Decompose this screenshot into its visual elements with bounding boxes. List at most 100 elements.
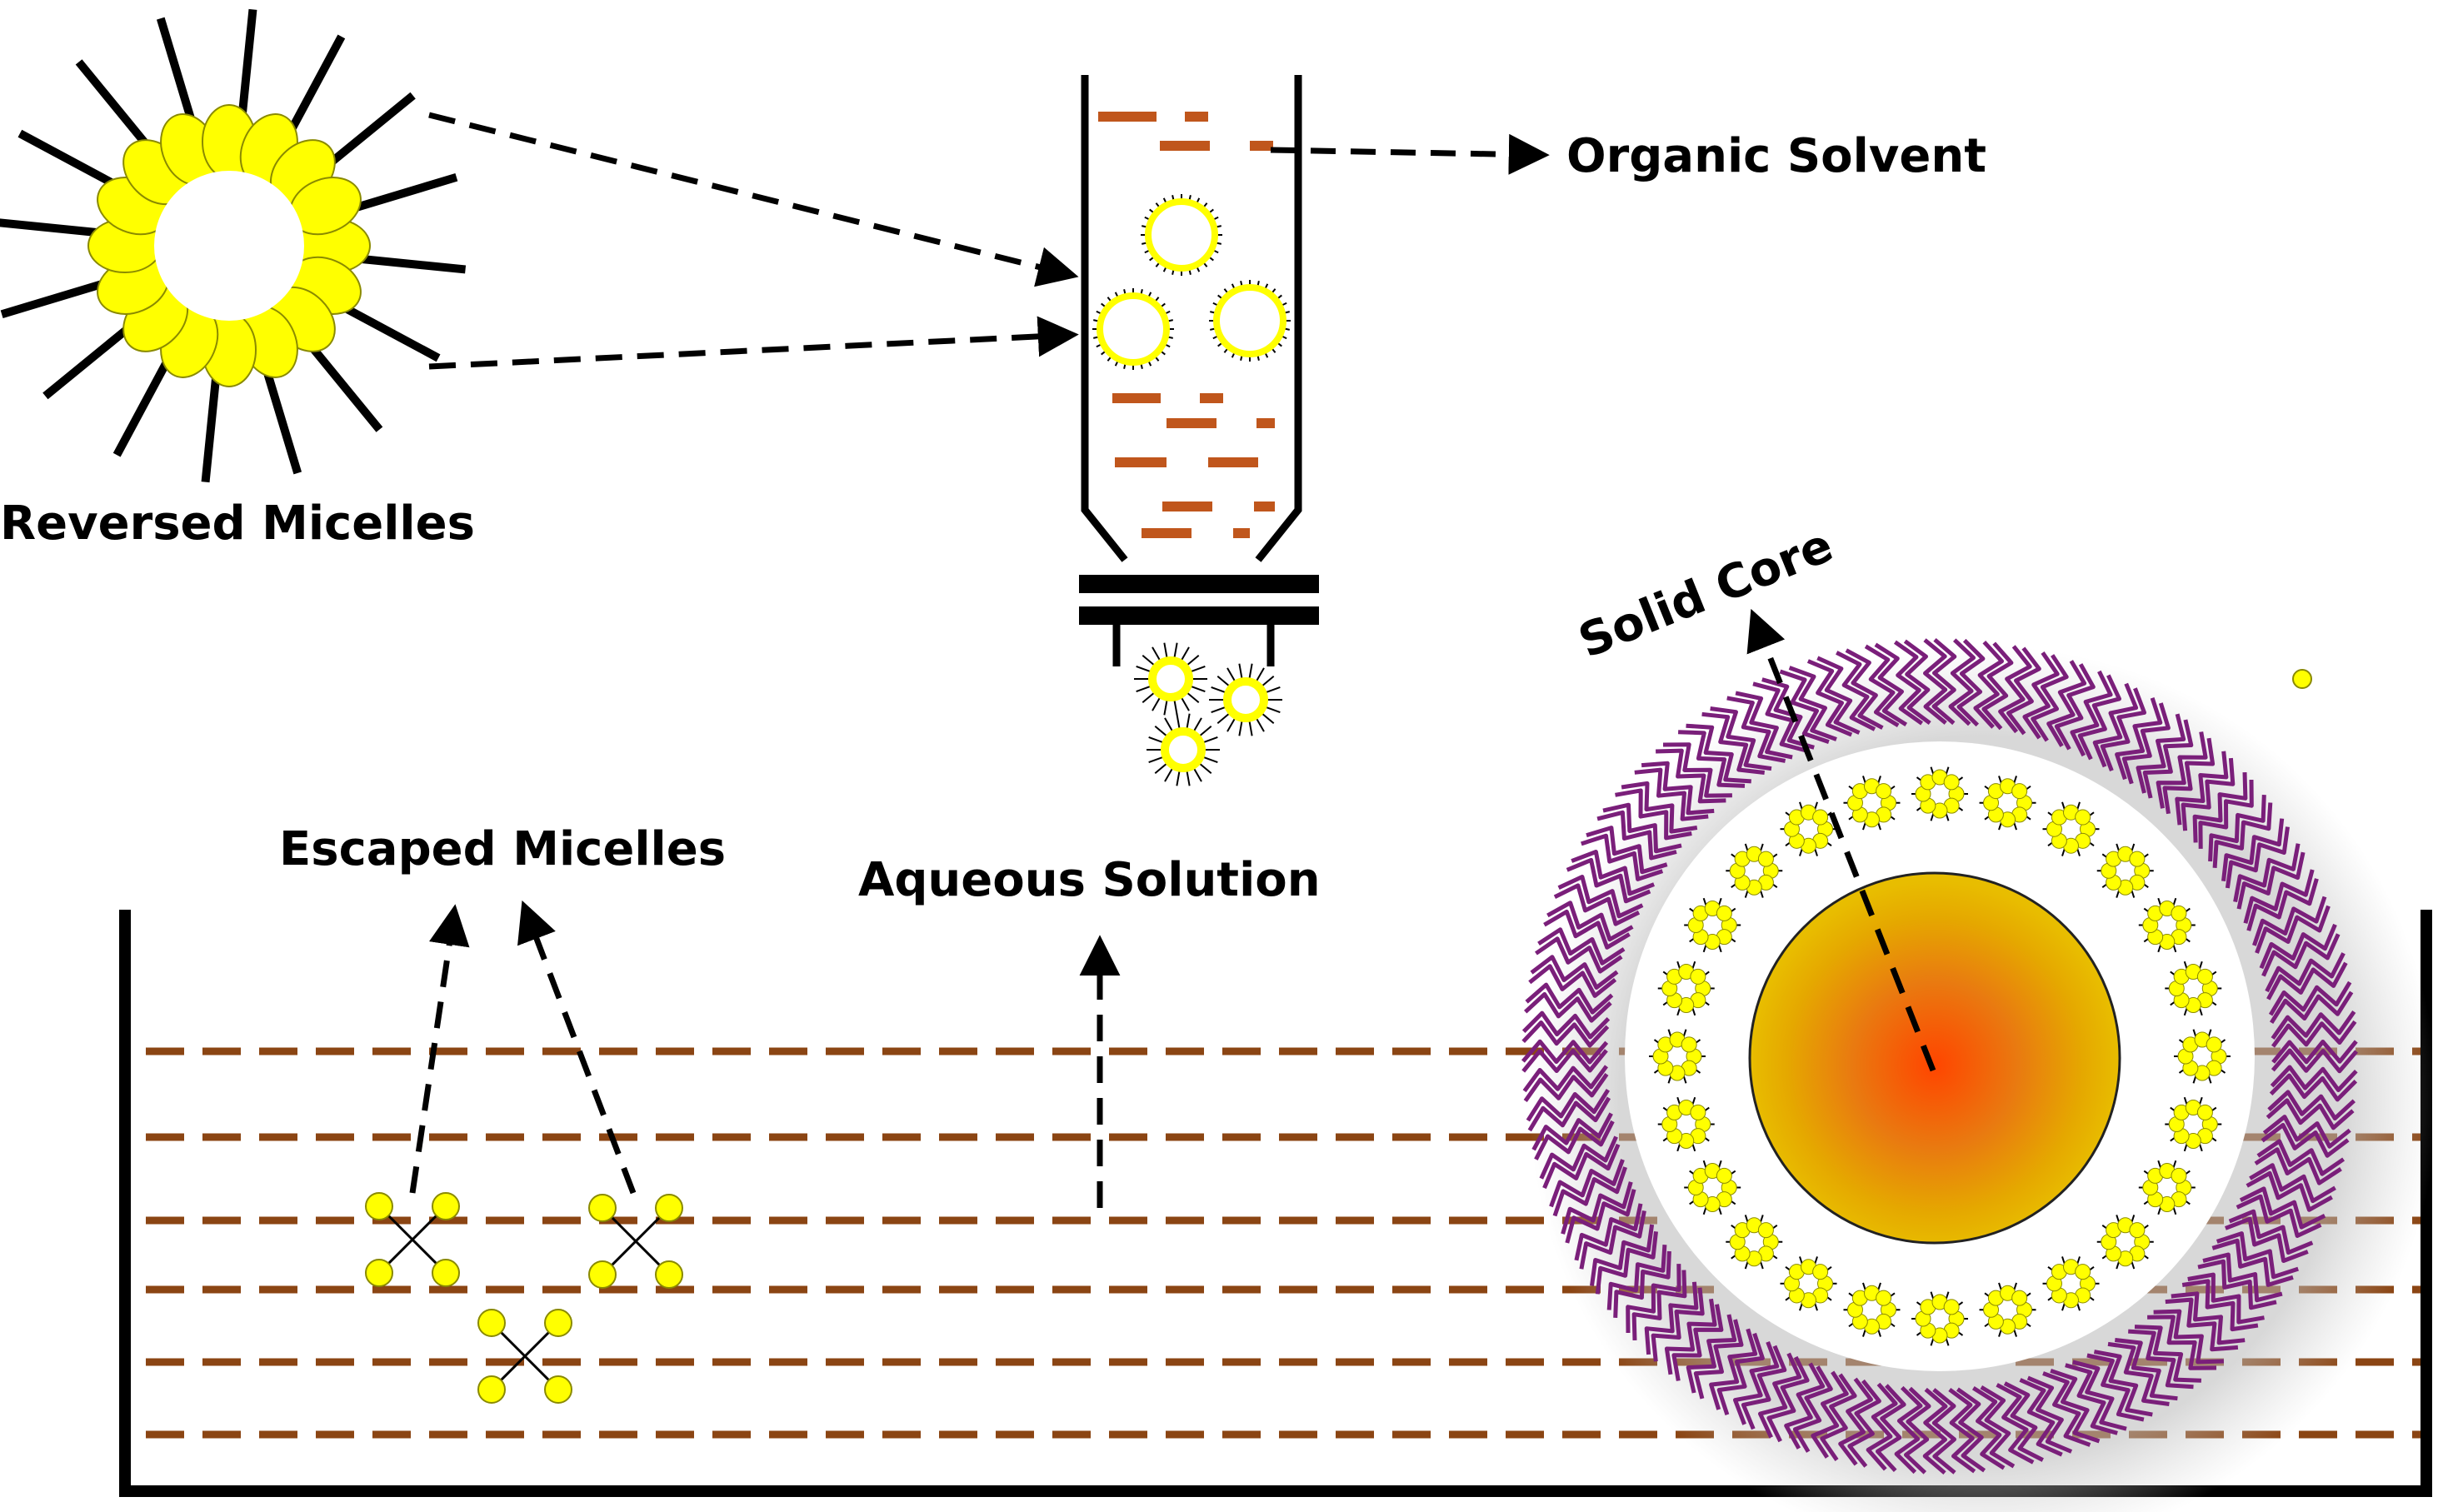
micelle-tail: [0, 218, 106, 238]
peg-chain: [1811, 1370, 1849, 1459]
micelle-head: [432, 1192, 460, 1220]
escaped-micelle: [588, 1194, 683, 1289]
stray-bead: [2292, 669, 2312, 689]
peg-chain: [1574, 1203, 1643, 1261]
peg-chain: [1590, 1224, 1655, 1286]
peg-chain: [1922, 1387, 1948, 1475]
micelle-tail: [17, 129, 122, 191]
shell-micelle: [1979, 776, 2036, 831]
shell-micelle: [2174, 1029, 2231, 1084]
peg-chain: [1847, 1379, 1881, 1468]
small-micelle: [1147, 713, 1220, 786]
micelle-head: [2075, 809, 2091, 826]
peg-chain: [1521, 1048, 1608, 1073]
peg-chain: [2107, 1341, 2170, 1406]
micelle-tail: [284, 34, 346, 138]
micelle-head: [1812, 809, 1829, 826]
peg-chain: [1523, 1072, 1609, 1103]
shell-micelle: [1726, 843, 1783, 898]
peg-chain: [2115, 697, 2163, 781]
peg-chain: [2202, 1252, 2283, 1303]
micelle-tail: [237, 8, 257, 122]
micelle-head: [365, 1259, 393, 1287]
micelle-head: [588, 1260, 617, 1289]
peg-chain: [1686, 723, 1751, 784]
peg-chain: [2050, 1369, 2101, 1444]
micelle-head: [2206, 1036, 2222, 1053]
peg-chain: [2254, 1147, 2342, 1185]
peg-chain: [1596, 810, 1677, 861]
micelle-tail: [156, 17, 197, 127]
peg-chain: [1710, 706, 1772, 771]
micelle-tail: [347, 172, 458, 214]
micelle-tail: [337, 301, 441, 362]
peg-chain: [1571, 850, 1655, 896]
peg-chain: [1758, 1352, 1802, 1439]
peg-chain: [2156, 731, 2208, 809]
peg-chain: [2198, 779, 2254, 849]
micelle-head: [432, 1259, 460, 1287]
peg-chain: [1656, 748, 1726, 804]
micelle-head: [1681, 1036, 1697, 1053]
shell-micelle: [1911, 1291, 1968, 1346]
small-micelle: [1092, 288, 1174, 370]
peg-chain: [1651, 1287, 1705, 1362]
micelle-head: [588, 1194, 617, 1222]
micelle-head: [2129, 1222, 2146, 1239]
peg-chain: [2187, 1272, 2265, 1325]
micelle-head: [365, 1192, 393, 1220]
peg-chain: [2115, 1338, 2178, 1401]
peg-chain: [1761, 677, 1815, 750]
peg-chain: [2197, 1259, 2277, 1310]
peg-chain: [2065, 1363, 2118, 1435]
peg-chain: [1904, 1386, 1931, 1475]
peg-chain: [1626, 1264, 1681, 1334]
peg-chain: [1845, 648, 1884, 730]
micelle-head: [477, 1309, 506, 1337]
micelle-tail: [0, 277, 111, 319]
peg-chain: [1613, 1250, 1671, 1318]
peg-chain: [2236, 1194, 2322, 1238]
shell-micelle: [2042, 1256, 2100, 1311]
micelle-head: [655, 1194, 683, 1222]
peg-chain: [2225, 826, 2290, 889]
peg-chain: [2256, 1139, 2346, 1176]
micelle-head: [1943, 774, 1960, 791]
shell-micelle: [1649, 1029, 1706, 1084]
peg-chain: [2054, 663, 2096, 751]
peg-chain: [1522, 1065, 1609, 1093]
peg-chain: [2022, 651, 2060, 740]
peg-chain: [1537, 927, 1626, 966]
arrow-micelle-to-column-lower: [428, 316, 1079, 370]
peg-chain: [1894, 1385, 1923, 1475]
peg-chain: [1956, 1387, 1986, 1473]
shell-micelle: [2138, 1160, 2196, 1215]
peg-chain: [1973, 641, 2004, 729]
peg-chain: [1525, 982, 1614, 1015]
peg-chain: [1595, 1231, 1658, 1295]
small-micelle: [1141, 194, 1222, 276]
peg-chain: [1866, 1382, 1898, 1471]
peg-chain: [2212, 802, 2273, 868]
column-micelles: [1092, 194, 1291, 370]
micelle-head: [544, 1375, 572, 1404]
peg-chain: [1530, 955, 1619, 990]
peg-chain: [1923, 638, 1948, 725]
micelle-head: [477, 1375, 506, 1404]
micelle-tail: [490, 1321, 560, 1391]
peg-chain: [1641, 761, 1715, 816]
peg-chain: [2121, 702, 2171, 785]
peg-chain: [1686, 1314, 1737, 1394]
micelle-head: [1716, 1167, 1732, 1184]
peg-chain: [1838, 1377, 1873, 1466]
small-micelle: [1209, 280, 1291, 362]
peg-chain: [1735, 691, 1793, 760]
peg-chain: [2147, 1315, 2217, 1370]
peg-chain: [2266, 961, 2348, 1001]
peg-chain: [1565, 1189, 1636, 1244]
column-frit-upper: [1079, 575, 1319, 593]
bath-outline: [119, 910, 2432, 1497]
peg-chain: [1981, 641, 2014, 731]
peg-chain: [2136, 713, 2186, 794]
micelle-head: [2129, 851, 2146, 867]
